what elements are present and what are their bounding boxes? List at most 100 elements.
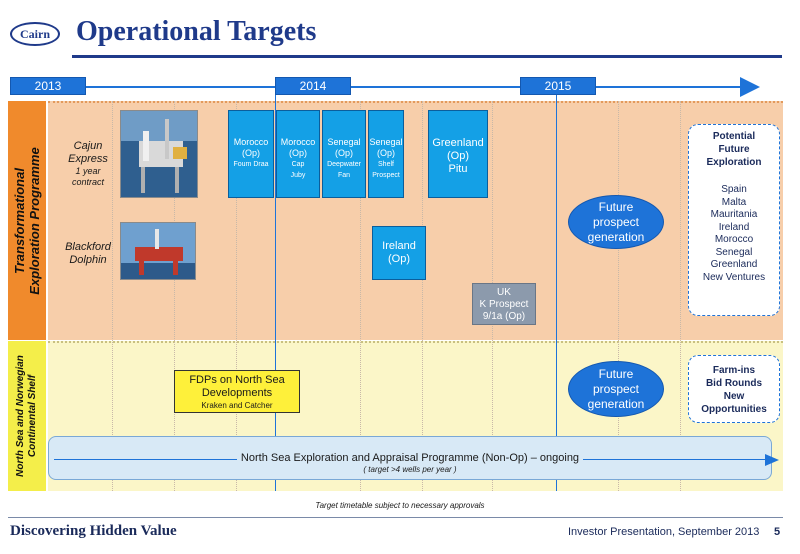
cajun-express-rig-photo xyxy=(120,110,198,198)
farmins-line4: Opportunities xyxy=(701,404,767,415)
fdp-line2: Developments xyxy=(201,387,273,399)
future-line1: Future xyxy=(598,199,634,214)
year-2015: 2015 xyxy=(520,77,596,95)
morocco-foum-line1: Morocco xyxy=(233,137,269,147)
north-sea-label-line2: Continental Shelf xyxy=(27,374,38,458)
north-sea-programme-text: North Sea Exploration and Appraisal Prog… xyxy=(60,452,760,464)
country-item: Greenland xyxy=(710,259,758,270)
rig-blackford-line2: Dolphin xyxy=(69,254,107,266)
timetable-note: Target timetable subject to necessary ap… xyxy=(315,501,485,510)
morocco-foum-line3: Foum Draa xyxy=(233,161,269,168)
morocco-cap-line1: Morocco xyxy=(280,137,316,147)
ireland-line1: Ireland xyxy=(382,240,416,252)
uk-line1: UK xyxy=(497,287,511,298)
fdp-line3: Kraken and Catcher xyxy=(201,401,273,410)
senegal-deep-line1: Senegal xyxy=(327,137,361,147)
north-sea-label: North Sea and Norwegian Continental Shel… xyxy=(8,341,46,491)
timeline-axis xyxy=(10,86,755,88)
footer-divider xyxy=(8,517,783,518)
activity-greenland-pitu: Greenland (Op) Pitu xyxy=(428,110,488,198)
transformational-label-line1: Transformational xyxy=(12,167,27,274)
farmins-line3: New xyxy=(723,391,745,402)
future-line2: prospect xyxy=(592,214,640,229)
transformational-label: Transformational Exploration Programme xyxy=(8,101,46,340)
rig-cajun-line2: Express xyxy=(68,153,108,165)
country-item: Senegal xyxy=(715,246,753,258)
year-2013: 2013 xyxy=(10,77,86,95)
timeline-arrow-icon xyxy=(740,77,760,97)
future-prospect-generation-exploration: Future prospect generation xyxy=(568,195,664,249)
future-prospect-generation-north-sea: Future prospect generation xyxy=(568,361,664,417)
country-item: New Ventures xyxy=(702,271,766,283)
senegal-shelf-line2: (Op) xyxy=(377,148,395,158)
north-sea-programme-target: ( target >4 wells per year ) xyxy=(363,465,457,474)
grid-line xyxy=(174,101,175,491)
farmins-line1: Farm-ins xyxy=(712,365,756,376)
activity-senegal-shelf-prospect: Senegal (Op) Shelf Prospect xyxy=(368,110,404,198)
grid-line xyxy=(236,101,237,491)
grid-line xyxy=(360,101,361,491)
country-item: Spain xyxy=(721,184,747,195)
morocco-foum-line2: (Op) xyxy=(242,148,260,158)
senegal-deep-line3: Deepwater xyxy=(327,161,361,168)
greenland-line3: Pitu xyxy=(448,163,468,175)
future-ns-line3: generation xyxy=(587,396,645,411)
greenland-line2: (Op) xyxy=(447,150,469,162)
activity-ireland: Ireland (Op) xyxy=(372,226,426,280)
senegal-deep-line2: (Op) xyxy=(335,148,353,158)
year-line-2014 xyxy=(275,88,276,491)
potential-title-line1: Potential xyxy=(712,131,756,142)
future-ns-line1: Future xyxy=(598,366,634,381)
country-item: Ireland xyxy=(718,221,750,233)
footer-tagline: Discovering Hidden Value xyxy=(10,523,177,539)
activity-morocco-cap-juby: Morocco (Op) Cap Juby xyxy=(276,110,320,198)
grid-line xyxy=(680,101,681,491)
footer-presentation: Investor Presentation, September 2013 xyxy=(568,526,760,538)
farmins-line2: Bid Rounds xyxy=(705,378,763,389)
year-2014: 2014 xyxy=(275,77,351,95)
senegal-shelf-line4: Prospect xyxy=(372,172,400,179)
page-number: 5 xyxy=(774,526,781,538)
fdp-north-sea-box: FDPs on North Sea Developments Kraken an… xyxy=(174,370,300,413)
ireland-line2: (Op) xyxy=(388,253,410,265)
activity-morocco-foum-draa: Morocco (Op) Foum Draa xyxy=(228,110,274,198)
morocco-cap-line3: Cap xyxy=(291,161,305,168)
blackford-dolphin-rig-photo xyxy=(120,222,196,280)
greenland-line1: Greenland xyxy=(432,137,484,149)
farm-ins-panel: Farm-ins Bid Rounds New Opportunities xyxy=(688,355,780,423)
uk-line2: K Prospect xyxy=(479,299,529,310)
activity-senegal-deepwater-fan: Senegal (Op) Deepwater Fan xyxy=(322,110,366,198)
cairn-logo: Cairn xyxy=(10,22,60,46)
north-sea-arrow-icon xyxy=(765,454,779,466)
senegal-shelf-line3: Shelf xyxy=(378,161,394,168)
north-sea-programme-label: North Sea Exploration and Appraisal Prog… xyxy=(236,452,584,464)
grid-line xyxy=(618,101,619,491)
rig-blackford-line1: Blackford xyxy=(65,241,111,253)
senegal-shelf-line1: Senegal xyxy=(369,137,403,147)
grid-line xyxy=(422,101,423,491)
potential-future-exploration-panel: Potential Future Exploration Spain Malta… xyxy=(688,124,780,316)
potential-title-line3: Exploration xyxy=(706,157,762,168)
potential-title-line2: Future xyxy=(718,144,750,155)
rig-cajun-line3: 1 year xyxy=(75,166,101,176)
morocco-cap-line2: (Op) xyxy=(289,148,307,158)
future-line3: generation xyxy=(587,229,645,244)
rig-cajun-line1: Cajun xyxy=(73,140,103,152)
country-item: Malta xyxy=(721,196,747,208)
rig-label-blackford-dolphin: Blackford Dolphin xyxy=(58,241,118,267)
north-sea-label-line1: North Sea and Norwegian xyxy=(15,355,26,477)
country-item: Mauritania xyxy=(710,209,758,220)
activity-uk-k-prospect: UK K Prospect 9/1a (Op) xyxy=(472,283,536,325)
transformational-label-line2: Exploration Programme xyxy=(27,146,42,295)
senegal-deep-line4: Fan xyxy=(337,172,351,179)
rig-cajun-line4: contract xyxy=(71,177,104,187)
logo-text: Cairn xyxy=(20,26,50,41)
year-line-2015 xyxy=(556,88,557,491)
fdp-line1: FDPs on North Sea xyxy=(189,374,285,386)
uk-line3: 9/1a (Op) xyxy=(482,311,526,322)
country-item: Morocco xyxy=(714,234,754,245)
rig-label-cajun-express: Cajun Express 1 year contract xyxy=(58,140,118,188)
title-divider xyxy=(72,55,782,58)
future-ns-line2: prospect xyxy=(592,381,640,396)
page-title: Operational Targets xyxy=(76,16,317,47)
